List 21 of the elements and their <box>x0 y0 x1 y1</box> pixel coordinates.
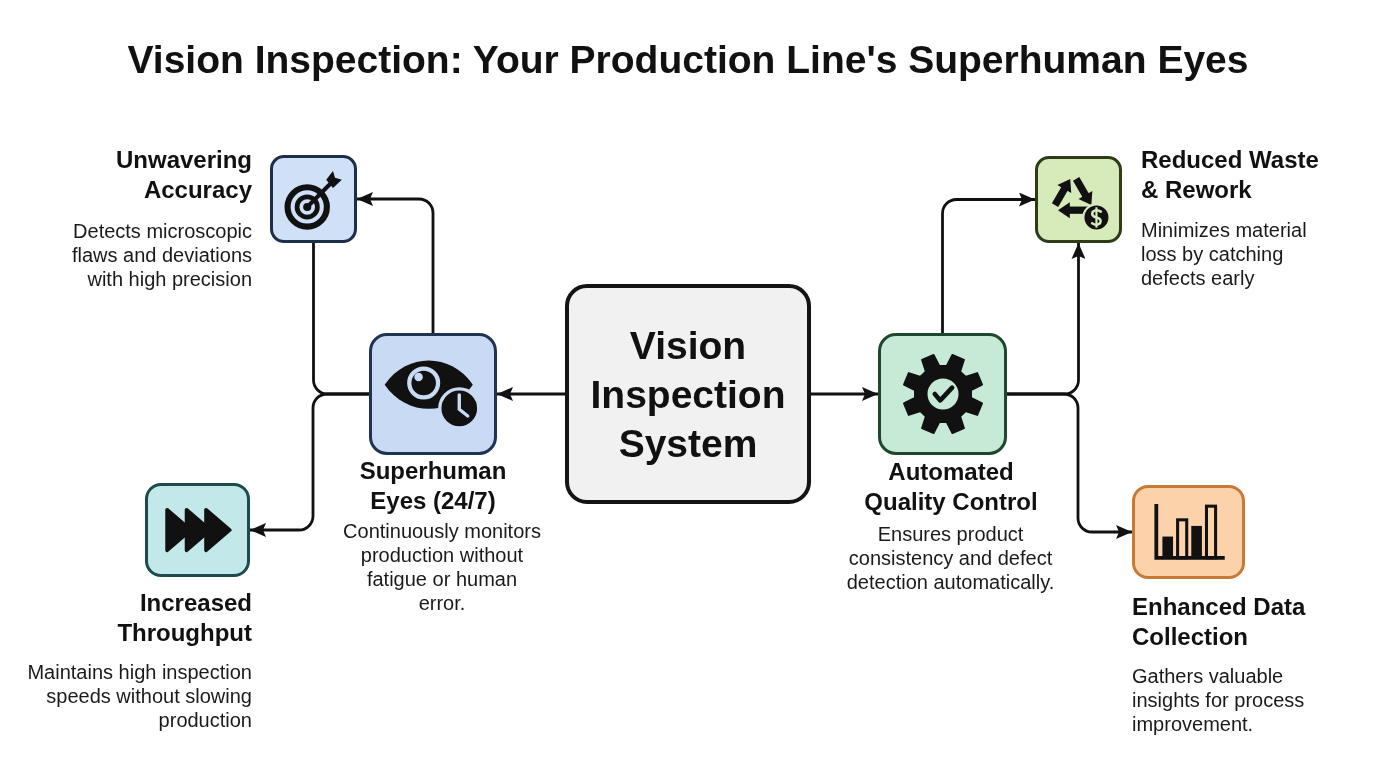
arrow <box>941 192 1035 333</box>
arrow <box>357 192 435 333</box>
node-heading: Enhanced Data Collection <box>1132 592 1307 652</box>
node-heading: Superhuman Eyes (24/7) <box>358 456 508 516</box>
system-title: Vision Inspection System <box>589 322 787 467</box>
node-description: Maintains high inspection speeds without slowing production <box>26 660 252 732</box>
process-box <box>565 284 811 504</box>
node-heading: Reduced Waste & Rework <box>1141 145 1320 205</box>
node-description: Minimizes material loss by catching defects early <box>1141 218 1308 290</box>
arrow <box>497 387 565 401</box>
arrow <box>1007 392 1132 539</box>
node-heading: Unwavering Accuracy <box>114 145 252 205</box>
node-description: Gathers valuable insights for process improvement. <box>1132 664 1306 736</box>
arrow <box>250 392 369 537</box>
node-description: Continuously monitors production without fatigue or human error. <box>342 519 542 615</box>
node-description: Ensures product consistency and defect detection automatically. <box>845 522 1056 594</box>
node-heading: Automated Quality Control <box>863 457 1039 517</box>
node-description: Detects microscopic flaws and deviations with high precision <box>70 219 252 291</box>
arrow <box>811 387 878 401</box>
node-heading: Increased Throughput <box>116 588 252 648</box>
diagram-title: Vision Inspection: Your Production Line's Superhuman Eyes <box>126 37 1250 83</box>
